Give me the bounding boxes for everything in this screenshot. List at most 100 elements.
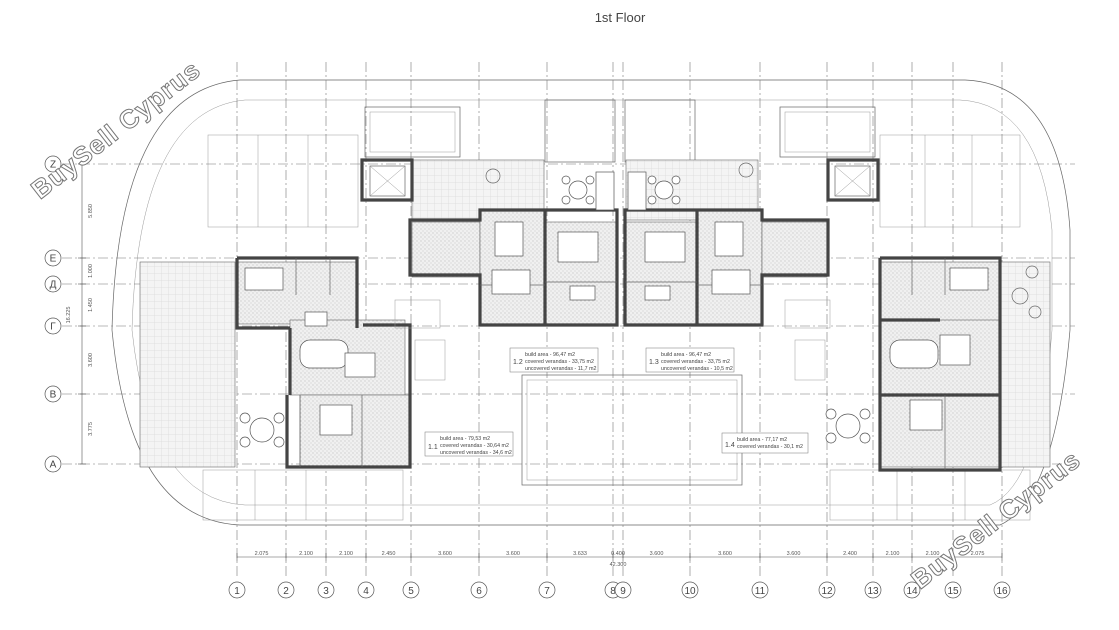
dimension-line-side: 16.225 5.850 1.000 1.450 3.600 3.775: [66, 163, 94, 465]
apartment-1-1: [235, 256, 412, 469]
axis-label-row-4: Г: [50, 322, 56, 333]
axis-marker-row-4: Г: [44, 317, 62, 335]
axis-label-14: 14: [906, 586, 918, 597]
dim-segment-7: 3.633: [573, 551, 587, 557]
axis-marker-7: 7: [538, 581, 556, 599]
pool: [521, 374, 743, 486]
axis-marker-row-1: Z: [44, 155, 62, 173]
axis-marker-12: 12: [818, 581, 836, 599]
svg-text:build area - 77,17 m2: build area - 77,17 m2: [737, 437, 787, 443]
svg-text:build area - 96,47 m2: build area - 96,47 m2: [525, 352, 575, 358]
axis-label-11: 11: [755, 586, 766, 597]
axis-marker-11: 11: [751, 581, 769, 599]
plan-title: 1st Floor: [595, 10, 646, 25]
dim-segment-13: 2.100: [886, 551, 900, 557]
axis-label-2: 2: [283, 586, 289, 597]
svg-text:uncovered verandas - 10,5 m2: uncovered verandas - 10,5 m2: [661, 366, 733, 372]
axis-marker-4: 4: [357, 581, 375, 599]
side-dim-segment-3: 1.450: [88, 298, 94, 312]
svg-text:covered verandas - 33,75 m2: covered verandas - 33,75 m2: [525, 359, 594, 365]
side-dim-segment-1: 5.850: [88, 204, 94, 218]
dim-segment-2: 2.100: [299, 551, 313, 557]
axis-marker-14: 14: [903, 581, 921, 599]
axis-label-6: 6: [476, 586, 482, 597]
svg-text:1.3: 1.3: [649, 359, 659, 366]
top-planters: [364, 99, 876, 163]
site-boundary: [111, 79, 1071, 526]
dim-segment-15: 2.075: [971, 551, 985, 557]
axis-label-row-1: Z: [50, 160, 56, 171]
plant-icons: [485, 162, 1042, 319]
axis-marker-row-3: Д: [44, 275, 62, 293]
veranda-left: [139, 261, 236, 468]
axis-marker-15: 15: [944, 581, 962, 599]
axis-label-row-5: B: [50, 390, 57, 401]
svg-text:1.2: 1.2: [513, 359, 523, 366]
axis-label-row-3: Д: [50, 280, 57, 291]
svg-text:1.1: 1.1: [428, 444, 438, 451]
dimension-line-bottom: 42.300 2.075 2.100 2.100 2.450 3.600 3.600 3.6…: [236, 551, 1003, 568]
axis-label-8: 8: [610, 586, 616, 597]
svg-text:covered verandas - 30,64 m2: covered verandas - 30,64 m2: [440, 443, 509, 449]
axis-marker-1: 1: [228, 581, 246, 599]
dimension-side-total: 16.225: [66, 307, 72, 324]
side-dim-segment-2: 1.000: [88, 264, 94, 278]
parking-bottom-left: [202, 469, 404, 521]
svg-text:uncovered verandas - 11,7 m2: uncovered verandas - 11,7 m2: [525, 366, 597, 372]
axis-marker-row-2: E: [44, 249, 62, 267]
veranda-table-top-right: [627, 171, 681, 211]
dim-segment-6: 3.600: [506, 551, 520, 557]
veranda-right: [999, 261, 1051, 468]
dim-segment-9: 3.600: [650, 551, 664, 557]
stair-core-left: [360, 158, 446, 381]
unit-1-1-label: 1.1 build area - 79,53 m2 covered verand…: [424, 431, 514, 457]
svg-text:uncovered verandas - 34,6 m2: uncovered verandas - 34,6 m2: [440, 450, 512, 456]
svg-text:1.4: 1.4: [725, 442, 735, 449]
axis-label-1: 1: [234, 586, 240, 597]
svg-text:covered verandas - 33,75 m2: covered verandas - 33,75 m2: [661, 359, 730, 365]
veranda-table-right: [825, 408, 871, 444]
axis-label-12: 12: [821, 586, 833, 597]
veranda-table-left: [239, 412, 285, 448]
dim-segment-3: 2.100: [339, 551, 353, 557]
axis-label-row-2: E: [50, 254, 57, 265]
axis-marker-5: 5: [402, 581, 420, 599]
axis-marker-10: 10: [681, 581, 699, 599]
axis-label-7: 7: [544, 586, 550, 597]
axis-label-16: 16: [996, 586, 1008, 597]
parking-top-right: [879, 134, 1021, 228]
dim-segment-5: 3.600: [438, 551, 452, 557]
apartment-1-2: [408, 208, 619, 327]
axis-marker-row-5: B: [44, 385, 62, 403]
axis-marker-3: 3: [317, 581, 335, 599]
veranda-table-top-left: [561, 171, 615, 211]
dim-segment-11: 3.600: [787, 551, 801, 557]
axis-label-13: 13: [867, 586, 879, 597]
side-dim-segment-4: 3.600: [88, 353, 94, 367]
axis-marker-6: 6: [470, 581, 488, 599]
unit-1-4-label: 1.4 build area - 77,17 m2 covered verand…: [721, 432, 809, 454]
stair-core-right: [784, 158, 880, 381]
dim-segment-8: 0.400: [611, 551, 625, 557]
site-boundary-inner: [131, 99, 1053, 506]
axis-marker-13: 13: [864, 581, 882, 599]
apartment-1-3: [623, 208, 830, 327]
watermark-top-left: BuySell Cyprus: [25, 54, 206, 205]
axis-label-15: 15: [947, 586, 959, 597]
parking-top-left: [207, 134, 359, 228]
axis-marker-2: 2: [277, 581, 295, 599]
dim-segment-14: 2.100: [926, 551, 940, 557]
svg-text:build area - 96,47 m2: build area - 96,47 m2: [661, 352, 711, 358]
svg-text:build area - 79,53 m2: build area - 79,53 m2: [440, 436, 490, 442]
svg-text:covered verandas - 30,1 m2: covered verandas - 30,1 m2: [737, 444, 803, 450]
dim-segment-4: 2.450: [382, 551, 396, 557]
dim-segment-10: 3.600: [718, 551, 732, 557]
dim-segment-12: 2.400: [843, 551, 857, 557]
side-dim-segment-5: 3.775: [88, 422, 94, 436]
dimension-total: 42.300: [610, 562, 627, 568]
axis-marker-9: 9: [614, 581, 632, 599]
axis-label-4: 4: [363, 586, 369, 597]
